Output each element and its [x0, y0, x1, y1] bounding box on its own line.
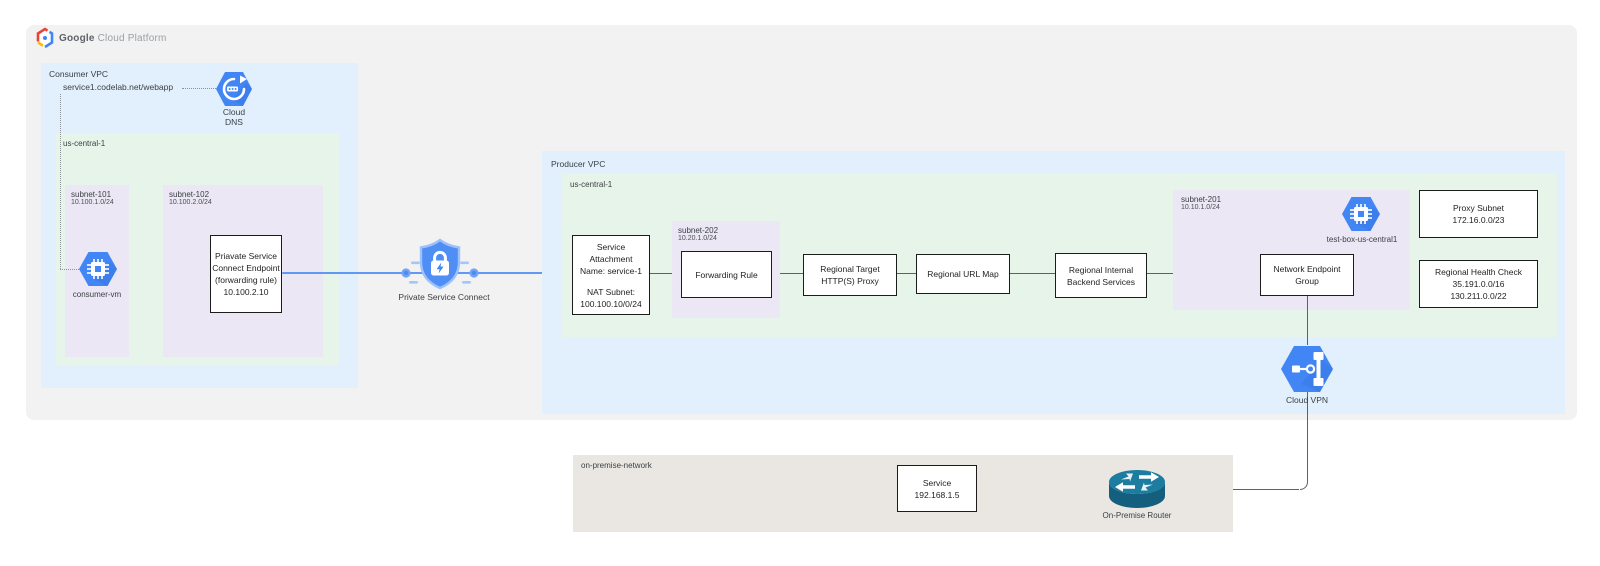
service-attachment-line3: Name: service-1 — [580, 265, 642, 276]
test-box-vm-icon — [1341, 196, 1381, 232]
subnet-201-cidr: 10.10.1.0/24 — [1181, 204, 1220, 211]
backend-services-line2: Backend Services — [1066, 276, 1136, 287]
psc-endpoint-node: Priavate Service Connect Endpoint (forwa… — [210, 235, 282, 313]
line-corner-bend — [1300, 482, 1308, 490]
on-premise-label: on-premise-network — [581, 461, 652, 470]
service-attachment-line5: 100.100.10/0/24 — [580, 298, 642, 309]
dns-to-vm-dotted-horizontal — [60, 269, 79, 270]
psc-endpoint-line4: 10.100.2.10 — [223, 287, 269, 297]
consumer-vm-label: consumer-vm — [72, 290, 122, 299]
health-check-line3: 130.211.0.0/22 — [1450, 291, 1507, 301]
consumer-region-zone: us-central-1 subnet-101 10.100.1.0/24 — [56, 133, 339, 365]
gcp-panel: Google Cloud Platform Consumer VPC servi… — [26, 25, 1577, 490]
producer-region-zone: us-central-1 Service Attachment Name: se… — [561, 173, 1557, 337]
psc-endpoint-line1: Priavate Service — [215, 251, 277, 261]
producer-region-label: us-central-1 — [570, 180, 613, 189]
subnet-101-zone: subnet-101 10.100.1.0/24 — [65, 185, 129, 357]
forwarding-rule-label: Forwarding Rule — [695, 269, 758, 280]
neg-line1: Network Endpoint — [1273, 264, 1341, 274]
gcp-logo-brand: Google — [59, 32, 95, 44]
consumer-vpc-label: Consumer VPC — [49, 69, 109, 79]
private-service-connect-label: Private Service Connect — [398, 292, 490, 302]
subnet-101-name: subnet-101 — [71, 190, 112, 199]
url-map-label: Regional URL Map — [927, 269, 999, 279]
subnet-202-name: subnet-202 — [678, 226, 719, 235]
service-attachment-node: Service Attachment Name: service-1 NAT S… — [572, 235, 650, 315]
subnet-102-cidr: 10.100.2.0/24 — [169, 199, 212, 206]
cloud-dns-icon — [216, 70, 252, 108]
on-premise-service-line2: 192.168.1.5 — [914, 489, 960, 500]
backend-services-line1: Regional Internal — [1068, 264, 1134, 275]
health-check-node: Regional Health Check 35.191.0.0/16 130.… — [1419, 260, 1538, 308]
consumer-vm-icon — [79, 251, 117, 287]
line-urlmap-to-backends — [1010, 273, 1055, 274]
on-premise-service-node: Service 192.168.1.5 — [897, 465, 977, 512]
url-map-node: Regional URL Map — [916, 254, 1010, 294]
cloud-dns-label-line2: DNS — [225, 117, 243, 127]
service-attachment-line4: NAT Subnet: — [587, 286, 635, 297]
dns-record-text: service1.codelab.net/webapp — [63, 82, 174, 92]
line-fr-to-proxy — [772, 273, 803, 274]
subnet-102-zone: subnet-102 10.100.2.0/24 Priavate Servic… — [163, 185, 323, 357]
target-proxy-line2: HTTP(S) Proxy — [821, 276, 879, 286]
consumer-vpc-zone: Consumer VPC service1.codelab.net/webapp… — [41, 63, 358, 388]
subnet-201-zone: subnet-201 10.10.1.0/24 Network Endpoint… — [1173, 190, 1410, 310]
proxy-subnet-line1: Proxy Subnet — [1452, 203, 1505, 213]
dns-to-vm-dotted-vertical — [60, 94, 61, 269]
health-check-line1: Regional Health Check — [1435, 267, 1522, 277]
psc-endpoint-line2: Connect Endpoint — [212, 263, 280, 273]
proxy-subnet-line2: 172.16.0.0/23 — [1452, 215, 1505, 225]
service-attachment-line1: Service — [596, 241, 626, 252]
dns-dotted-connector — [182, 88, 216, 89]
service-attachment-line2: Attachment — [589, 253, 633, 264]
on-premise-network-zone: on-premise-network Service 192.168.1.5 O… — [573, 455, 1233, 532]
on-premise-router-icon — [1108, 469, 1166, 511]
producer-vpc-zone: Producer VPC us-central-1 Service Attach… — [542, 151, 1565, 490]
test-box-vm-label: test-box-us-central1 — [1326, 235, 1398, 244]
target-proxy-node: Regional Target HTTP(S) Proxy — [803, 254, 897, 296]
line-neg-to-vpn — [1307, 296, 1308, 345]
gcp-logo-product: Cloud Platform — [97, 32, 167, 44]
subnet-102-name: subnet-102 — [169, 190, 210, 199]
target-proxy-line1: Regional Target — [820, 264, 880, 274]
cloud-dns-label-line1: Cloud — [222, 107, 246, 117]
subnet-202-zone: subnet-202 10.20.1.0/24 Forwarding Rule — [672, 221, 780, 318]
network-endpoint-group-node: Network Endpoint Group — [1260, 254, 1354, 296]
cloud-vpn-label: Cloud VPN — [1285, 395, 1329, 405]
on-premise-router-label: On-Premise Router — [1102, 511, 1172, 520]
consumer-region-label: us-central-1 — [63, 139, 106, 148]
gcp-hexagon-logo-icon — [36, 27, 54, 49]
health-check-line2: 35.191.0.0/16 — [1452, 279, 1505, 289]
subnet-201-name: subnet-201 — [1181, 195, 1222, 204]
psc-endpoint-line3: (forwarding rule) — [215, 275, 277, 285]
forwarding-rule-node: Forwarding Rule — [681, 251, 772, 298]
backend-services-node: Regional Internal Backend Services — [1055, 253, 1147, 298]
neg-line2: Group — [1295, 276, 1319, 286]
subnet-202-cidr: 10.20.1.0/24 — [678, 235, 717, 242]
cloud-vpn-icon — [1281, 344, 1333, 394]
private-service-connect-icon — [396, 238, 484, 292]
proxy-subnet-node: Proxy Subnet 172.16.0.0/23 — [1419, 190, 1538, 238]
line-sa-to-fr — [650, 273, 681, 274]
gcp-logo: Google Cloud Platform — [36, 27, 167, 49]
line-vpn-to-onprem — [1307, 392, 1308, 482]
producer-vpc-label: Producer VPC — [551, 159, 606, 169]
subnet-101-cidr: 10.100.1.0/24 — [71, 199, 114, 206]
line-proxy-to-urlmap — [897, 273, 916, 274]
on-premise-service-line1: Service — [922, 477, 952, 488]
gcp-logo-text: Google Cloud Platform — [59, 33, 167, 44]
cloud-dns-label: Cloud DNS — [204, 107, 264, 127]
